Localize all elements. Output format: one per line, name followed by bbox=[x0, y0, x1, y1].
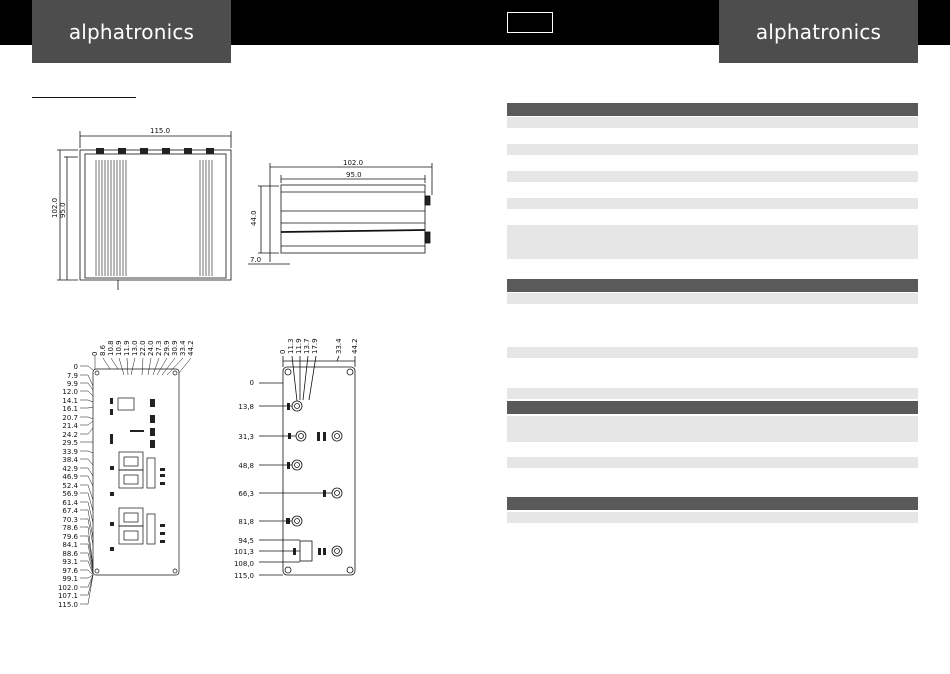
rear-left-dim: 9.9 bbox=[67, 380, 78, 388]
connector-left-dim: 108,0 bbox=[234, 560, 254, 568]
table-section-header bbox=[507, 401, 918, 414]
rear-left-dim: 107.1 bbox=[58, 592, 78, 600]
rear-left-dim: 0 bbox=[74, 363, 78, 371]
rear-top-dim: 13.0 bbox=[131, 340, 139, 356]
connector-left-dim: 94,5 bbox=[238, 537, 254, 545]
table-row-shaded bbox=[507, 117, 918, 128]
technical-drawings: 115.0 102.0 95.0 102.0 95.0 44.0 7.0 bbox=[51, 127, 433, 609]
side-height-dim: 44.0 bbox=[250, 210, 258, 226]
rear-left-dim: 115.0 bbox=[58, 601, 78, 609]
connector-top-dim: 11.3 bbox=[287, 338, 295, 354]
rear-left-dim: 61.4 bbox=[62, 499, 78, 507]
front-view-drawing bbox=[57, 131, 232, 290]
rear-left-dim: 93.1 bbox=[62, 558, 78, 566]
connector-left-dim: 13,8 bbox=[238, 403, 254, 411]
rear-left-dim: 79.6 bbox=[62, 533, 78, 541]
connector-top-dim: 13.7 bbox=[303, 338, 311, 354]
rear-left-dim: 67.4 bbox=[62, 507, 78, 515]
rear-left-dim: 46.9 bbox=[62, 473, 78, 481]
rear-top-dim: 0 bbox=[91, 352, 99, 356]
table-row-shaded bbox=[507, 388, 918, 399]
connector-view-drawing bbox=[259, 355, 356, 576]
connector-top-dims: 0 11.3 11.9 13.7 17.9 33.4 44.2 bbox=[279, 338, 359, 354]
rear-left-dim: 102.0 bbox=[58, 584, 78, 592]
rear-left-dim: 78.6 bbox=[62, 524, 78, 532]
connector-top-dim: 17.9 bbox=[311, 338, 319, 354]
rear-top-dim: 8.6 bbox=[99, 344, 107, 356]
connector-left-dim: 101,3 bbox=[234, 548, 254, 556]
rear-top-dim: 30.9 bbox=[171, 340, 179, 356]
rear-top-dim: 27.3 bbox=[155, 340, 163, 356]
rear-left-dim: 29.5 bbox=[62, 439, 78, 447]
rear-left-dim: 56.9 bbox=[62, 490, 78, 498]
section-title-underline bbox=[32, 97, 136, 98]
rear-top-dim: 22.0 bbox=[139, 340, 147, 356]
table-section-header bbox=[507, 103, 918, 116]
rear-top-dim: 24.0 bbox=[147, 340, 155, 356]
connector-left-dim: 81,8 bbox=[238, 518, 254, 526]
page-number-box bbox=[507, 12, 553, 33]
rear-left-dim: 52.4 bbox=[62, 482, 78, 490]
side-length-inner-dim: 95.0 bbox=[346, 171, 362, 179]
connector-top-dim: 0 bbox=[279, 350, 287, 354]
connector-top-dim: 44.2 bbox=[351, 338, 359, 354]
table-row-shaded bbox=[507, 347, 918, 358]
rear-left-dim: 88.6 bbox=[62, 550, 78, 558]
rear-top-dim: 10.8 bbox=[107, 340, 115, 356]
side-view-drawing bbox=[248, 163, 433, 265]
rear-left-dim: 97.6 bbox=[62, 567, 78, 575]
rear-left-dim: 16.1 bbox=[62, 405, 78, 413]
rear-left-dim: 12.0 bbox=[62, 388, 78, 396]
table-section-header bbox=[507, 497, 918, 510]
side-length-outer-dim: 102.0 bbox=[343, 159, 363, 167]
front-width-dim: 115.0 bbox=[150, 127, 170, 135]
rear-view-drawing bbox=[92, 368, 180, 576]
rear-top-leaders bbox=[94, 356, 192, 376]
rear-top-dim: 10.9 bbox=[115, 340, 123, 356]
table-row-shaded bbox=[507, 293, 918, 304]
rear-left-leaders bbox=[80, 365, 94, 605]
rear-top-dim: 44.2 bbox=[187, 340, 195, 356]
rear-left-dim: 84.1 bbox=[62, 541, 78, 549]
rear-top-dims: 0 8.6 10.8 10.9 11.9 13.0 22.0 24.0 27.3… bbox=[91, 340, 195, 356]
rear-left-dim: 7.9 bbox=[67, 372, 78, 380]
brand-logo-left: alphatronics bbox=[32, 0, 231, 63]
rear-left-dim: 70.3 bbox=[62, 516, 78, 524]
table-row-shaded bbox=[507, 512, 918, 523]
connector-left-dims: 0 13,8 31,3 48,8 66,3 81,8 94,5 101,3 10… bbox=[234, 379, 254, 580]
connector-top-dim: 11.9 bbox=[295, 338, 303, 354]
brand-logo-right: alphatronics bbox=[719, 0, 918, 63]
rear-left-dim: 20.7 bbox=[62, 414, 78, 422]
front-height-outer-dim: 102.0 bbox=[51, 198, 59, 218]
rear-left-dim: 38.4 bbox=[62, 456, 78, 464]
rear-left-dim: 42.9 bbox=[62, 465, 78, 473]
rear-top-dim: 29.9 bbox=[163, 340, 171, 356]
side-offset-dim: 7.0 bbox=[250, 256, 261, 264]
table-row-shaded bbox=[507, 171, 918, 182]
table-row-shaded bbox=[507, 457, 918, 468]
rear-left-dim: 21.4 bbox=[62, 422, 78, 430]
table-row-shaded bbox=[507, 144, 918, 155]
rear-top-dim: 11.9 bbox=[123, 340, 131, 356]
table-section-header bbox=[507, 279, 918, 292]
rear-left-dim: 99.1 bbox=[62, 575, 78, 583]
rear-left-dim: 24.2 bbox=[62, 431, 78, 439]
table-row-shaded bbox=[507, 198, 918, 209]
rear-top-dim: 33.4 bbox=[179, 340, 187, 356]
rear-left-dims: 0 7.9 9.9 12.0 14.1 16.1 20.7 21.4 24.2 … bbox=[58, 363, 79, 609]
connector-top-dim: 33.4 bbox=[335, 338, 343, 354]
connector-left-dim: 48,8 bbox=[238, 462, 254, 470]
table-row-shaded bbox=[507, 416, 918, 442]
rear-left-dim: 33.9 bbox=[62, 448, 78, 456]
brand-logo-right-text: alphatronics bbox=[755, 19, 882, 44]
connector-left-dim: 115,0 bbox=[234, 572, 254, 580]
brand-logo-left-text: alphatronics bbox=[68, 19, 195, 44]
connector-left-dim: 31,3 bbox=[238, 433, 254, 441]
connector-left-dim: 66,3 bbox=[238, 490, 254, 498]
front-height-inner-dim: 95.0 bbox=[59, 202, 67, 218]
table-row-shaded bbox=[507, 225, 918, 259]
connector-left-dim: 0 bbox=[250, 379, 254, 387]
rear-left-dim: 14.1 bbox=[62, 397, 78, 405]
